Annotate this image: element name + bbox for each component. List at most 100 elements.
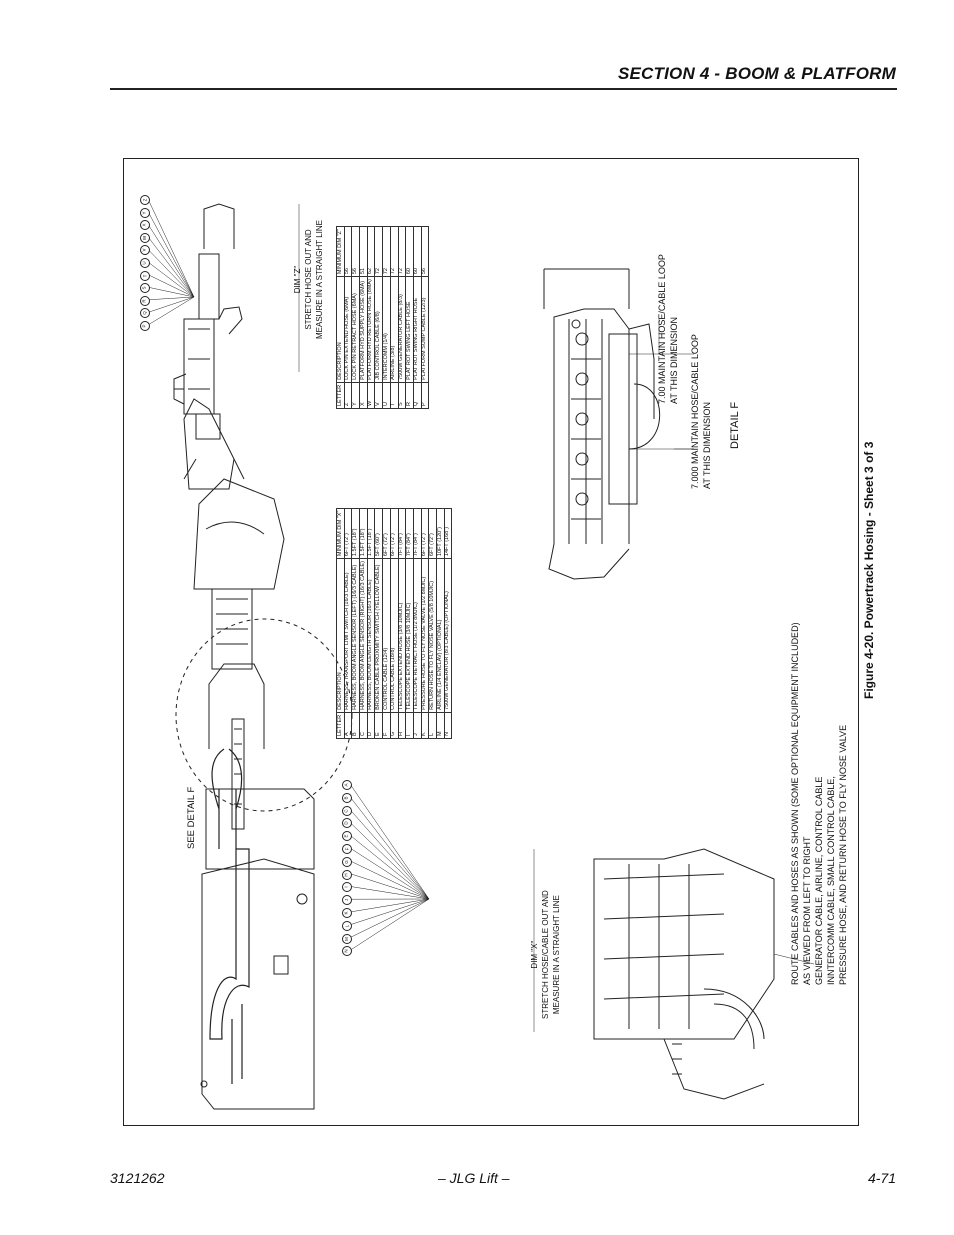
letter-circle-text: R <box>142 299 147 303</box>
table-header-cell: LETTER <box>336 382 345 409</box>
table-cell: Z <box>344 382 352 409</box>
see-detail-label: SEE DETAIL F <box>186 786 197 849</box>
letter-circle-n: N <box>342 946 352 957</box>
letter-circle-a: A <box>342 780 352 790</box>
table-cell: JIB CONTROL CABLE (6/8) <box>374 276 383 383</box>
letter-circle-d: D <box>342 818 352 829</box>
table-cell: 14FT (168") <box>444 508 452 559</box>
table-cell: 6FT (72") <box>390 508 398 559</box>
leader-line <box>349 847 430 900</box>
table-cell: 6FT (72") <box>421 508 429 559</box>
letter-circle-s: S <box>140 283 150 294</box>
letter-circle-v: V <box>140 245 150 256</box>
table-cell: Y <box>351 382 360 409</box>
letter-circle-text: I <box>343 886 349 889</box>
letter-circle-l: L <box>342 920 352 931</box>
table-cell: 10FT (120") <box>436 508 445 559</box>
leader-line <box>349 873 430 900</box>
table-cell: D <box>367 712 375 739</box>
table-cell: H <box>398 712 406 739</box>
table-cell: S <box>398 382 406 409</box>
table-cell: PLATFORM SUMP CABLE (12/3) <box>421 276 429 383</box>
table-cell: T <box>390 382 398 409</box>
table-header-cell: LETTER <box>336 712 345 739</box>
table-cell: AIRLINE (3/8) <box>390 276 398 383</box>
letter-circle-text: P <box>141 324 147 328</box>
leader-line <box>147 296 195 301</box>
letter-circle-b: B <box>342 792 352 803</box>
table-cell: TELESCOPE EXTEND HOSE (3/8 10MJIC) <box>405 558 414 713</box>
letter-circle-text: A <box>343 783 349 787</box>
table-cell: PLATFORM HYD RETURN HOSE (8MA) <box>367 276 375 383</box>
leader-line <box>349 796 430 900</box>
letter-circle-text: G <box>343 860 349 864</box>
letter-circle-u: U <box>140 258 150 268</box>
table-cell: L <box>428 712 437 739</box>
leader-line <box>147 261 195 298</box>
leader-line <box>147 211 195 298</box>
letter-circle-j: J <box>342 895 352 906</box>
table-cell: 1.5FT (18") <box>359 508 368 559</box>
leader-line <box>147 286 195 298</box>
loop-7000-label: 7.000 MAINTAIN HOSE/CABLE LOOP AT THIS D… <box>690 334 712 489</box>
table-cell: G <box>390 712 398 739</box>
detail-f-drawing <box>543 268 694 580</box>
table-cell: I <box>405 712 414 739</box>
table-cell: 72 <box>382 226 391 277</box>
letter-circle-text: Q <box>141 311 147 316</box>
leader-line <box>349 835 430 900</box>
letter-circle-text: T <box>142 274 147 277</box>
letter-circle-text: D <box>344 821 349 826</box>
table-cell: 51 <box>359 226 368 277</box>
table-cell: B <box>351 712 360 739</box>
table-header-cell: MINIMUM DIM "X" <box>336 508 345 559</box>
table-cell: TELESCOPE EXTEND HOSE (3/8 10MJIC) <box>398 558 406 713</box>
table-header-cell: DESCRIPTION <box>336 558 345 713</box>
letter-circle-q: Q <box>140 308 150 319</box>
table-cell: 72 <box>374 226 383 277</box>
table-cell: C <box>359 712 368 739</box>
table-cell: K <box>421 712 429 739</box>
powertrack-drawing <box>147 198 815 1110</box>
letter-circle-text: F <box>344 847 349 851</box>
letter-circle-text: W <box>142 235 147 240</box>
table-cell: 56 <box>351 226 360 277</box>
brand-footer: – JLG Lift – <box>438 1170 510 1186</box>
letter-circle-text: S <box>141 286 147 290</box>
letter-circle-text: K <box>343 911 349 915</box>
letter-circle-text: L <box>343 924 349 928</box>
table-cell: LOCK PIN EXTEND HOSE (6MA) <box>344 276 352 383</box>
table-cell: R <box>405 382 414 409</box>
table-cell: CONTROL CABLE (12/4) <box>382 558 391 713</box>
table-cell: HARNESS, BOOM ANGLE SENSOR (RIGHT) (16/3… <box>359 558 368 713</box>
table-cell: F <box>382 712 391 739</box>
figure-caption: Figure 4-20. Powertrack Hosing - Sheet 3… <box>862 441 876 699</box>
leader-line <box>349 809 430 900</box>
letter-circle-text: Y <box>141 211 147 215</box>
dim-x-label: DIM "X" STRETCH HOSE/CABLE OUT AND MEASU… <box>530 890 561 1019</box>
leader-line <box>349 898 430 926</box>
table-cell: J <box>413 712 422 739</box>
letter-circle-e: E <box>342 831 352 842</box>
leader-line <box>349 860 430 900</box>
table-cell: PRESSURE HOSE TO FLY NOSE VALVE (1/2 8MJ… <box>421 558 429 713</box>
table-cell: LOCK PIN RETRACT HOSE (6MA) <box>351 276 360 383</box>
